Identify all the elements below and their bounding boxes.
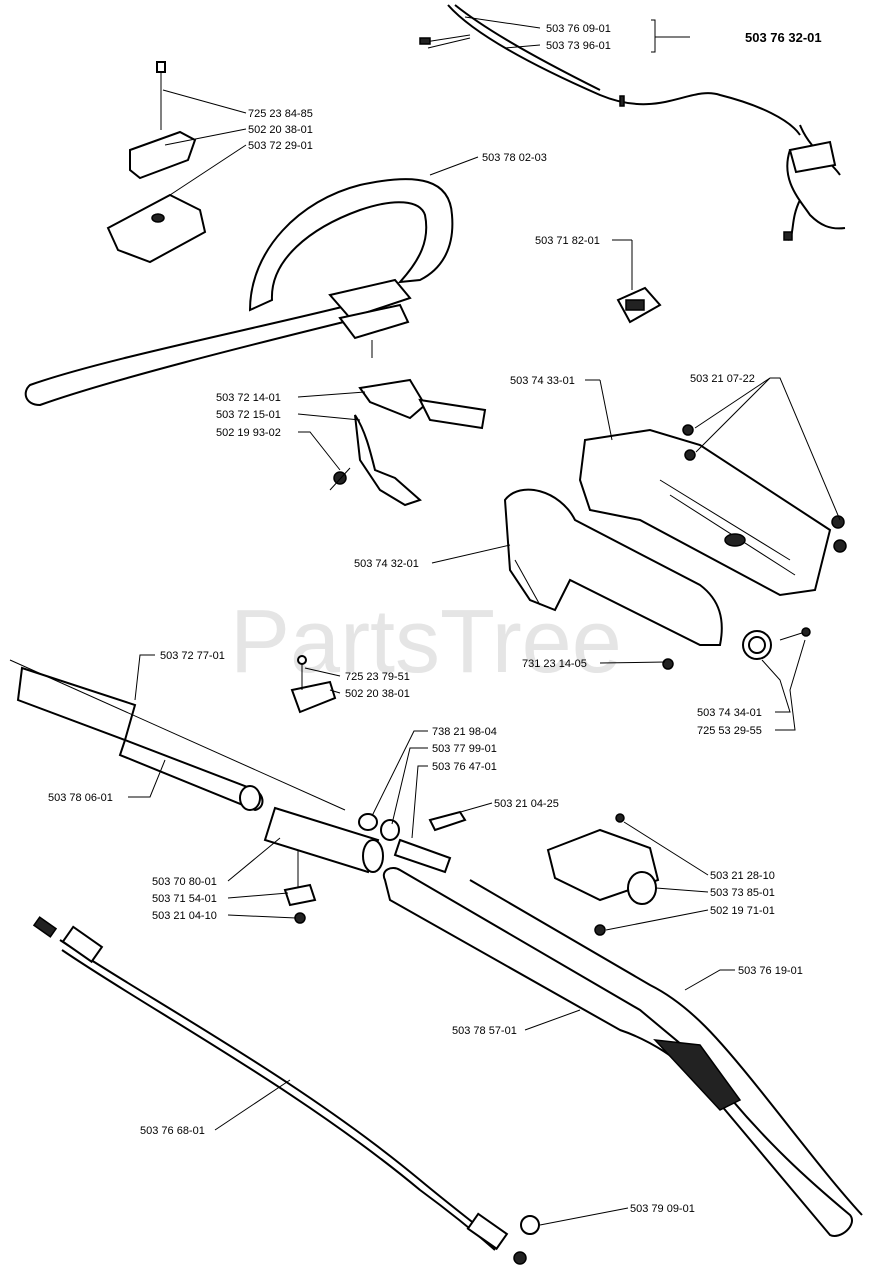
part-label: 503 72 29-01: [248, 140, 313, 152]
part-label: 503 73 85-01: [710, 887, 775, 899]
part-label: 503 78 57-01: [452, 1025, 517, 1037]
part-label: 503 78 06-01: [48, 792, 113, 804]
part-label: 725 53 29-55: [697, 725, 762, 737]
assembly-number: 503 76 32-01: [745, 30, 822, 45]
part-label: 503 21 04-10: [152, 910, 217, 922]
part-label: 503 72 14-01: [216, 392, 281, 404]
part-label: 503 21 07-22: [690, 373, 755, 385]
part-label: 503 76 09-01: [546, 23, 611, 35]
rear-handle-drawing: [503, 424, 847, 670]
part-label: 503 74 32-01: [354, 558, 419, 570]
part-label: 503 79 09-01: [630, 1203, 695, 1215]
stop-switch-drawing: [616, 286, 662, 324]
part-label: 725 23 79-51: [345, 671, 410, 683]
throttle-trigger-drawing: [329, 378, 487, 507]
part-label: 502 19 71-01: [710, 905, 775, 917]
part-label: 503 78 02-03: [482, 152, 547, 164]
leader-lines: [128, 16, 841, 1226]
part-label: 503 21 28-10: [710, 870, 775, 882]
part-label: 503 74 33-01: [510, 375, 575, 387]
drive-shaft-drawing: [32, 916, 540, 1265]
part-label: 503 74 34-01: [697, 707, 762, 719]
part-label: 502 20 38-01: [345, 688, 410, 700]
part-label: 738 21 98-04: [432, 726, 497, 738]
shaft-tube-drawing: [9, 655, 384, 924]
part-label: 502 19 93-02: [216, 427, 281, 439]
part-label: 731 23 14-05: [522, 658, 587, 670]
part-label: 503 21 04-25: [494, 798, 559, 810]
clamp-assembly-top: [106, 61, 207, 264]
bushings-drawing: [358, 810, 467, 874]
part-labels: 503 76 09-01 503 73 96-01 503 76 32-01 7…: [48, 23, 822, 1215]
part-label: 725 23 84-85: [248, 108, 313, 120]
part-label: 503 76 68-01: [140, 1125, 205, 1137]
part-label: 503 73 96-01: [546, 40, 611, 52]
part-label: 503 76 19-01: [738, 965, 803, 977]
harness-bracket-drawing: [546, 813, 660, 936]
loop-handle-drawing: [24, 178, 454, 407]
main-shaft-drawing: [382, 867, 863, 1237]
throttle-cable-drawing: [419, 4, 846, 241]
part-label: 503 72 15-01: [216, 409, 281, 421]
part-label: 503 70 80-01: [152, 876, 217, 888]
part-label: 503 71 54-01: [152, 893, 217, 905]
watermark-text: PartsTree: [230, 592, 622, 692]
hose-clamp-drawing: [742, 627, 811, 660]
part-label: 503 76 47-01: [432, 761, 497, 773]
part-label: 503 71 82-01: [535, 235, 600, 247]
part-label: 503 77 99-01: [432, 743, 497, 755]
part-label: 503 72 77-01: [160, 650, 225, 662]
part-label: 502 20 38-01: [248, 124, 313, 136]
